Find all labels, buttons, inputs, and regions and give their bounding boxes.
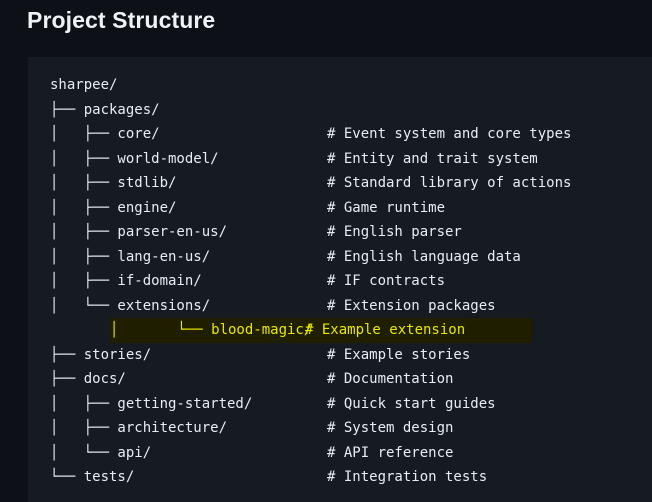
tree-row-indent — [28, 245, 50, 270]
tree-path-label: │ ├── engine/ — [50, 199, 177, 216]
tree-row: │ └── api/ # API reference — [28, 441, 652, 466]
tree-row: │ ├── if-domain/ # IF contracts — [28, 269, 652, 294]
tree-comment-label: # English language data — [327, 248, 521, 265]
tree-comment-label: # Event system and core types — [327, 126, 572, 142]
tree-row-indent — [28, 171, 50, 196]
tree-path-label: │ ├── stdlib/ — [50, 175, 177, 191]
tree-row-indent — [28, 441, 50, 466]
directory-tree: sharpee/ ├── packages/ │ ├── core/ # Even… — [28, 73, 652, 490]
tree-row: │ ├── engine/ # Game runtime — [28, 196, 652, 221]
tree-path-label: └── tests/ — [50, 469, 135, 485]
tree-row-indent — [28, 98, 50, 123]
tree-row: │ ├── architecture/ # System design — [28, 416, 652, 441]
tree-row: ├── stories/ # Example stories — [28, 343, 652, 368]
tree-comment-label: # English parser — [327, 224, 462, 240]
tree-path-label: │ ├── lang-en-us/ — [50, 248, 211, 265]
tree-path-label: │ └── api/ — [50, 444, 152, 461]
tree-path-label: ├── docs/ — [50, 371, 126, 387]
tree-row: └── tests/ # Integration tests — [28, 465, 652, 490]
page-title: Project Structure — [27, 7, 216, 33]
tree-row: │ ├── parser-en-us/ # English parser — [28, 220, 652, 245]
tree-row-indent — [28, 392, 50, 417]
tree-comment-label: # Quick start guides — [327, 395, 496, 412]
tree-comment-label: # IF contracts — [327, 273, 446, 289]
tree-row-indent — [28, 122, 50, 147]
tree-path-label: sharpee/ — [50, 77, 118, 93]
tree-row-indent — [28, 367, 50, 392]
tree-row-indent — [28, 294, 50, 319]
tree-path-label: │ ├── world-model/ — [50, 150, 219, 167]
tree-row: │ └── extensions/ # Extension packages — [28, 294, 652, 319]
tree-path-label: │ ├── core/ — [50, 126, 160, 142]
tree-row: sharpee/ — [28, 73, 652, 98]
tree-path-label: │ └── extensions/ — [50, 297, 211, 314]
tree-row: ├── packages/ — [28, 98, 652, 123]
tree-comment-label: # API reference — [327, 444, 454, 461]
tree-row: │ ├── stdlib/ # Standard library of actio… — [28, 171, 652, 196]
tree-row-highlighted: │ └── blood-magic/# Example extension — [110, 318, 532, 343]
tree-row: │ ├── core/ # Event system and core types — [28, 122, 652, 147]
tree-comment-label: # Game runtime — [327, 199, 446, 216]
tree-path-label: │ ├── if-domain/ — [50, 273, 202, 289]
tree-comment-label: # Integration tests — [327, 469, 488, 485]
tree-comment-label: # Example extension — [305, 322, 466, 338]
tree-path-label: ├── stories/ — [50, 346, 152, 363]
tree-row-indent — [28, 465, 50, 490]
tree-row: │ ├── world-model/ # Entity and trait sys… — [28, 147, 652, 172]
tree-comment-label: # Documentation — [327, 371, 454, 387]
tree-comment-label: # Entity and trait system — [327, 150, 538, 167]
tree-path-label: │ ├── architecture/ — [50, 420, 228, 436]
tree-row-indent — [28, 196, 50, 221]
tree-row-indent — [28, 220, 50, 245]
tree-comment-label: # Extension packages — [327, 297, 496, 314]
project-structure-code-block: sharpee/ ├── packages/ │ ├── core/ # Even… — [28, 57, 652, 502]
tree-row: ├── docs/ # Documentation — [28, 367, 652, 392]
tree-row-indent — [28, 147, 50, 172]
tree-row-indent — [28, 269, 50, 294]
tree-row: │ ├── lang-en-us/ # English language data — [28, 245, 652, 270]
tree-path-label: │ ├── parser-en-us/ — [50, 224, 228, 240]
tree-path-label: ├── packages/ — [50, 101, 160, 118]
tree-row-indent — [28, 73, 50, 98]
tree-comment-label: # System design — [327, 420, 454, 436]
tree-row-indent — [28, 343, 50, 368]
tree-path-label: │ ├── getting-started/ — [50, 395, 253, 412]
tree-comment-label: # Example stories — [327, 346, 471, 363]
tree-row: │ ├── getting-started/ # Quick start guid… — [28, 392, 652, 417]
tree-row-indent — [28, 416, 50, 441]
tree-comment-label: # Standard library of actions — [327, 175, 572, 191]
tree-path-label: │ └── blood-magic/ — [110, 322, 313, 338]
